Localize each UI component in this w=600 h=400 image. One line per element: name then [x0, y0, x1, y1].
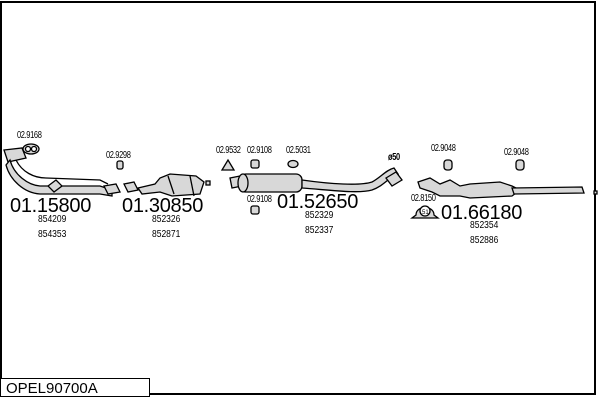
oem-ref: 852337	[305, 225, 334, 236]
diagram-code: OPEL90700A	[6, 380, 98, 397]
front-pipe-shape	[3, 147, 121, 197]
oem-ref: 852326	[152, 214, 181, 225]
catalytic-converter-shape	[136, 173, 211, 197]
oem-ref: 854209	[38, 214, 67, 225]
diagram-frame	[0, 1, 596, 395]
clamp-icon	[410, 205, 440, 219]
middle-silencer-shape	[237, 167, 400, 193]
oem-ref: 852354	[470, 220, 499, 231]
accessory-label: 02.9298	[106, 150, 131, 161]
oem-ref: 854353	[38, 229, 67, 240]
part-number: 01.66180	[441, 202, 523, 224]
accessory-label: 02.5031	[286, 145, 311, 156]
hanger-icon	[287, 159, 299, 169]
accessory-label: 02.9048	[504, 147, 529, 158]
rear-silencer-shape	[417, 177, 598, 199]
clamp-icon	[220, 158, 236, 171]
accessory-label: 02.9532	[216, 145, 241, 156]
accessory-label: 02.9108	[247, 145, 272, 156]
accessory-label: 02.9048	[431, 143, 456, 154]
diameter-label: ø50	[388, 152, 400, 163]
accessory-label: 02.9108	[247, 194, 272, 205]
accessory-label: 02.9168	[17, 130, 42, 141]
manifold-flange	[3, 147, 27, 163]
part-number: 01.30850	[122, 195, 204, 217]
oem-ref: 852329	[305, 210, 334, 221]
hanger-icon	[116, 160, 124, 170]
hanger-icon	[250, 159, 260, 169]
part-number: 01.52650	[277, 191, 359, 213]
clamp-size-label: 51	[422, 210, 429, 216]
part-number: 01.15800	[10, 195, 92, 217]
hanger-icon	[443, 159, 453, 171]
hanger-icon	[250, 205, 260, 215]
accessory-label: 02.8150	[411, 193, 436, 204]
oem-ref: 852886	[470, 235, 499, 246]
gasket-icon	[22, 143, 40, 155]
hanger-icon	[515, 159, 525, 171]
diagram-code-box: OPEL90700A	[0, 378, 150, 397]
oem-ref: 852871	[152, 229, 181, 240]
